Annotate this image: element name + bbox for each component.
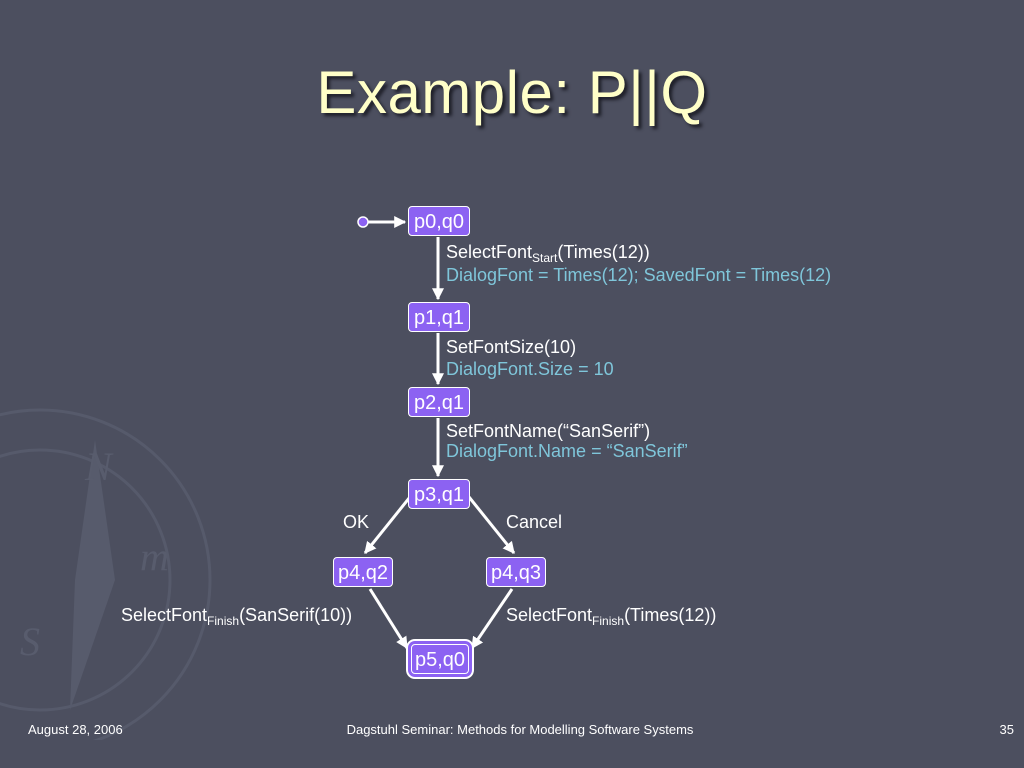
arrow-p3q1-p4q3 <box>467 496 516 554</box>
state-p2q1: p2,q1 <box>408 387 470 417</box>
transition-effect-select-font-start: DialogFont = Times(12); SavedFont = Time… <box>446 265 832 285</box>
state-p5q0-final: p5,q0 <box>411 644 469 674</box>
arrow-p3q1-p4q2 <box>363 496 412 554</box>
state-p1q1: p1,q1 <box>408 302 470 332</box>
action-name: SelectFont <box>506 605 593 625</box>
footer-date: August 28, 2006 <box>28 722 123 737</box>
slide-title: Example: P||Q <box>316 59 708 126</box>
svg-text:S: S <box>20 619 40 664</box>
state-p0q0: p0,q0 <box>408 206 470 236</box>
compass-watermark: N S m <box>0 408 212 740</box>
action-name: SelectFont <box>446 242 533 262</box>
transition-label-select-font-start: SelectFontStart(Times(12)) <box>446 242 650 265</box>
transition-label-set-font-size: SetFontSize(10) <box>446 337 577 357</box>
arrow-p4q2-p5q0 <box>368 588 409 650</box>
action-subscript: Finish <box>592 614 625 628</box>
action-args: (Times(12)) <box>624 605 717 625</box>
transition-label-select-font-finish-times: SelectFontFinish(Times(12)) <box>506 605 716 628</box>
arrow-p4q3-p5q0 <box>470 588 514 649</box>
transition-label-select-font-finish-sanserif: SelectFontFinish(SanSerif(10)) <box>121 605 352 628</box>
action-subscript: Finish <box>207 614 240 628</box>
transition-label-set-font-name: SetFontName(“SanSerif”) <box>446 421 651 441</box>
action-args: (Times(12)) <box>557 242 650 262</box>
action-args: (SanSerif(10)) <box>239 605 353 625</box>
state-p4q3: p4,q3 <box>486 557 546 587</box>
action-subscript: Start <box>532 251 558 265</box>
initial-state-dot <box>357 216 369 228</box>
footer-page-number: 35 <box>999 722 1014 737</box>
transition-label-ok: OK <box>343 512 370 532</box>
footer-event: Dagstuhl Seminar: Methods for Modelling … <box>346 722 694 737</box>
transition-effect-set-font-name: DialogFont.Name = “SanSerif” <box>446 441 688 461</box>
svg-text:N: N <box>84 444 114 489</box>
svg-text:m: m <box>140 534 169 579</box>
transition-label-cancel: Cancel <box>506 512 563 532</box>
action-name: SelectFont <box>121 605 208 625</box>
state-p4q2: p4,q2 <box>333 557 393 587</box>
transition-effect-set-font-size: DialogFont.Size = 10 <box>446 359 614 379</box>
state-p3q1: p3,q1 <box>408 479 470 509</box>
